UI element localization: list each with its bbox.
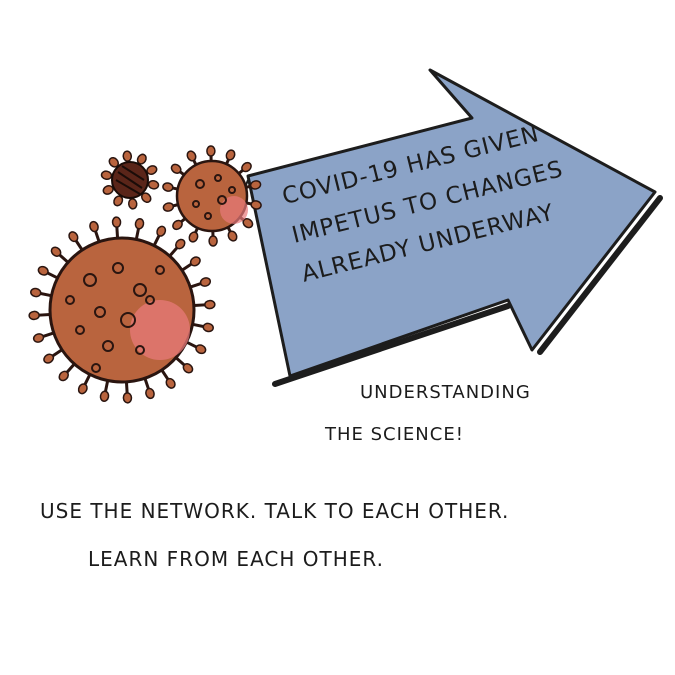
virus-highlight [220,196,248,224]
virus-spot [135,345,145,355]
virus-spike-tip [188,231,199,243]
virus-spike-tip [202,322,214,333]
virus-spike-tip [195,344,207,355]
virus-spike-tip [206,145,216,157]
virus-spot [228,186,236,194]
virus-spike-tip [225,149,236,161]
message-line-1: USE THE NETWORK. TALK TO EACH OTHER. [40,499,510,523]
virus-spot [214,174,222,182]
virus-spike-tip [58,370,69,382]
virus-spike-tip [175,238,186,250]
virus-spike-tip [241,161,252,173]
virus-spike-tip [43,353,55,364]
virus-spike-tip [108,156,120,168]
virus-spike-tip [162,202,175,212]
virus-spike-tip [199,277,212,287]
virus-spike-tip [172,219,183,231]
virus-spot [204,212,212,220]
virus-spike-tip [111,216,122,228]
virus-spike-tip [182,363,194,374]
virus-spike-tip [89,220,99,233]
virus-spike-tip [242,218,254,229]
virus-spike-tip [204,299,216,310]
virus-spike-tip [156,225,167,237]
virus-spot [195,179,205,189]
virus-spike-tip [134,218,145,230]
virus-spike-tip [227,230,238,242]
virus-spike-tip [165,377,176,389]
virus-spike-tip [28,310,40,321]
virus-spot [145,295,155,305]
virus-spot [155,265,165,275]
virus-spike-tip [37,265,49,276]
virus-spike-tip [77,383,88,395]
virus-spike-tip [122,150,133,162]
virus-large [28,216,216,404]
virus-spot [217,195,227,205]
virus-spot [102,340,114,352]
arrow-shadow-stroke [537,195,663,355]
virus-spot [192,200,200,208]
virus-spike-tip [189,256,201,267]
virus-spike-tip [145,387,155,400]
virus-spot [91,363,101,373]
virus-spot [65,295,75,305]
virus-spike-tip [50,246,62,257]
virus-spike-tip [99,390,110,402]
virus-spike-tip [186,150,197,162]
virus-spot [133,283,147,297]
virus-spot [112,262,124,274]
virus-spike-tip [68,231,79,243]
virus-spike-tip [32,333,45,343]
virus-spot [75,325,85,335]
virus-highlight [130,300,190,360]
virus-spike-tip [30,287,42,298]
science-caption-line-1: UNDERSTANDING [360,382,531,403]
virus-spot [94,306,106,318]
virus-spike-tip [147,179,160,190]
virus-spike-tip [170,163,182,174]
virus-spike-tip [127,198,138,210]
virus-spot [83,273,97,287]
virus-spike-tip [250,200,262,210]
virus-spike-tip [249,180,262,190]
arrow-shadow-stroke [272,303,511,387]
message-line-2: LEARN FROM EACH OTHER. [88,547,384,571]
virus-spike-tip [100,170,113,181]
virus-spike-tip [208,235,218,247]
virus-spike-tip [162,182,174,192]
virus-spot [120,312,136,328]
virus-spike-tip [146,165,158,175]
virus-small-dark [100,150,160,210]
arrow-shape [246,68,657,378]
virus-hatching [115,165,145,195]
virus-spike-tip [122,392,133,404]
virus-medium [162,145,262,247]
science-caption-line-2: THE SCIENCE! [325,424,464,445]
virus-spike-tip [102,185,114,195]
